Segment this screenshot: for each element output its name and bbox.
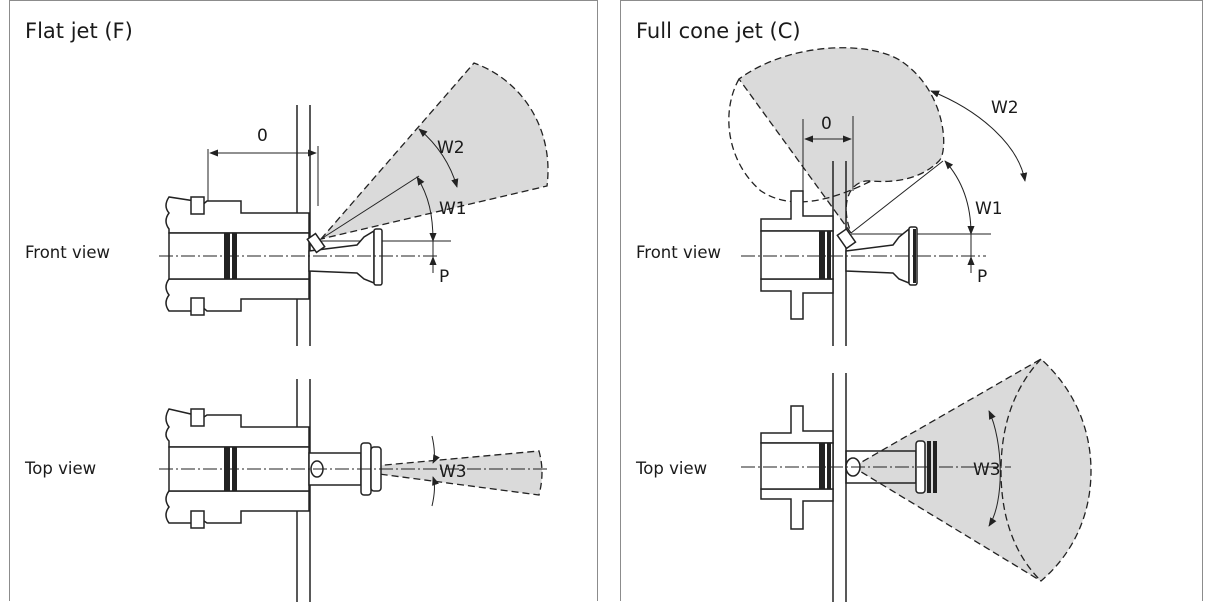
panel-flat-jet: Flat jet (F) Front view Top view [9, 0, 598, 602]
flat-jet-front-view [159, 62, 549, 346]
nozzle-orifice [306, 232, 326, 254]
full-cone-jet-drawing: 0 W2 W1 P W3 [728, 47, 1092, 602]
flat-jet-spray-sheet [340, 450, 543, 496]
seal-ring-1 [819, 231, 825, 279]
dim-p-label: P [977, 267, 987, 287]
clamp-screw-top-upper [190, 408, 205, 427]
dim-w2-label: W2 [437, 138, 465, 158]
flat-jet-top-view [159, 379, 547, 602]
w2-arc [930, 90, 1028, 182]
spray-axis-line [850, 160, 944, 234]
seal-ring-top-2 [827, 443, 831, 489]
dim-w3-label: W3 [973, 460, 1001, 480]
front-view-label: Front view [25, 243, 110, 262]
spray-axis-line [320, 175, 420, 240]
seal-ring-2 [827, 231, 831, 279]
w2-arc [418, 128, 459, 188]
full-cone-front-view [728, 47, 1028, 346]
weld-flange-lower [760, 278, 834, 320]
top-view-label: Top view [25, 459, 97, 478]
clamp-flange-top-upper [165, 408, 310, 448]
dim-offset-label: 0 [257, 126, 268, 146]
clamp-flange-upper [165, 196, 310, 234]
cone-rim-hidden-top [1000, 358, 1042, 582]
nozzle-head [373, 228, 383, 286]
full-cone-top-view [741, 358, 1092, 602]
w3-arc-upper [431, 435, 440, 464]
w3-arc-lower [431, 476, 439, 507]
nozzle-ring [913, 229, 916, 283]
full-cone-spray-top [851, 358, 1092, 582]
top-view-label: Top view [636, 459, 708, 478]
panel-title: Flat jet (F) [25, 19, 133, 43]
w1-arc [944, 160, 975, 235]
cone-rim-hidden [728, 78, 872, 203]
seal-ring-top-1 [819, 443, 825, 489]
w1-arc [416, 176, 437, 242]
clamp-screw-lower [190, 297, 205, 316]
clamp-flange-lower [165, 278, 310, 312]
dim-w2-label: W2 [991, 98, 1019, 118]
clamp-screw-top-lower [190, 510, 205, 529]
full-cone-spray-front [738, 47, 945, 234]
panel-full-cone-jet: Full cone jet (C) Front view Top view [620, 0, 1203, 602]
w3-arc [988, 410, 1001, 527]
flat-jet-spray-fan [319, 62, 549, 241]
nozzle-orifice [836, 227, 857, 250]
clamp-screw-upper [190, 196, 205, 215]
panel-title: Full cone jet (C) [636, 19, 801, 43]
clamp-flange-top-lower [165, 490, 310, 524]
dim-p-label: P [439, 267, 449, 287]
flat-jet-drawing: 0 W2 W1 P W3 [159, 62, 549, 602]
dim-offset-label: 0 [821, 114, 832, 134]
weld-flange-top-lower [760, 488, 834, 530]
front-view-label: Front view [636, 243, 721, 262]
dim-w1-label: W1 [975, 199, 1003, 219]
weld-flange-top-upper [760, 405, 834, 444]
dim-w3-label: W3 [439, 462, 467, 482]
dim-w1-label: W1 [439, 199, 467, 219]
